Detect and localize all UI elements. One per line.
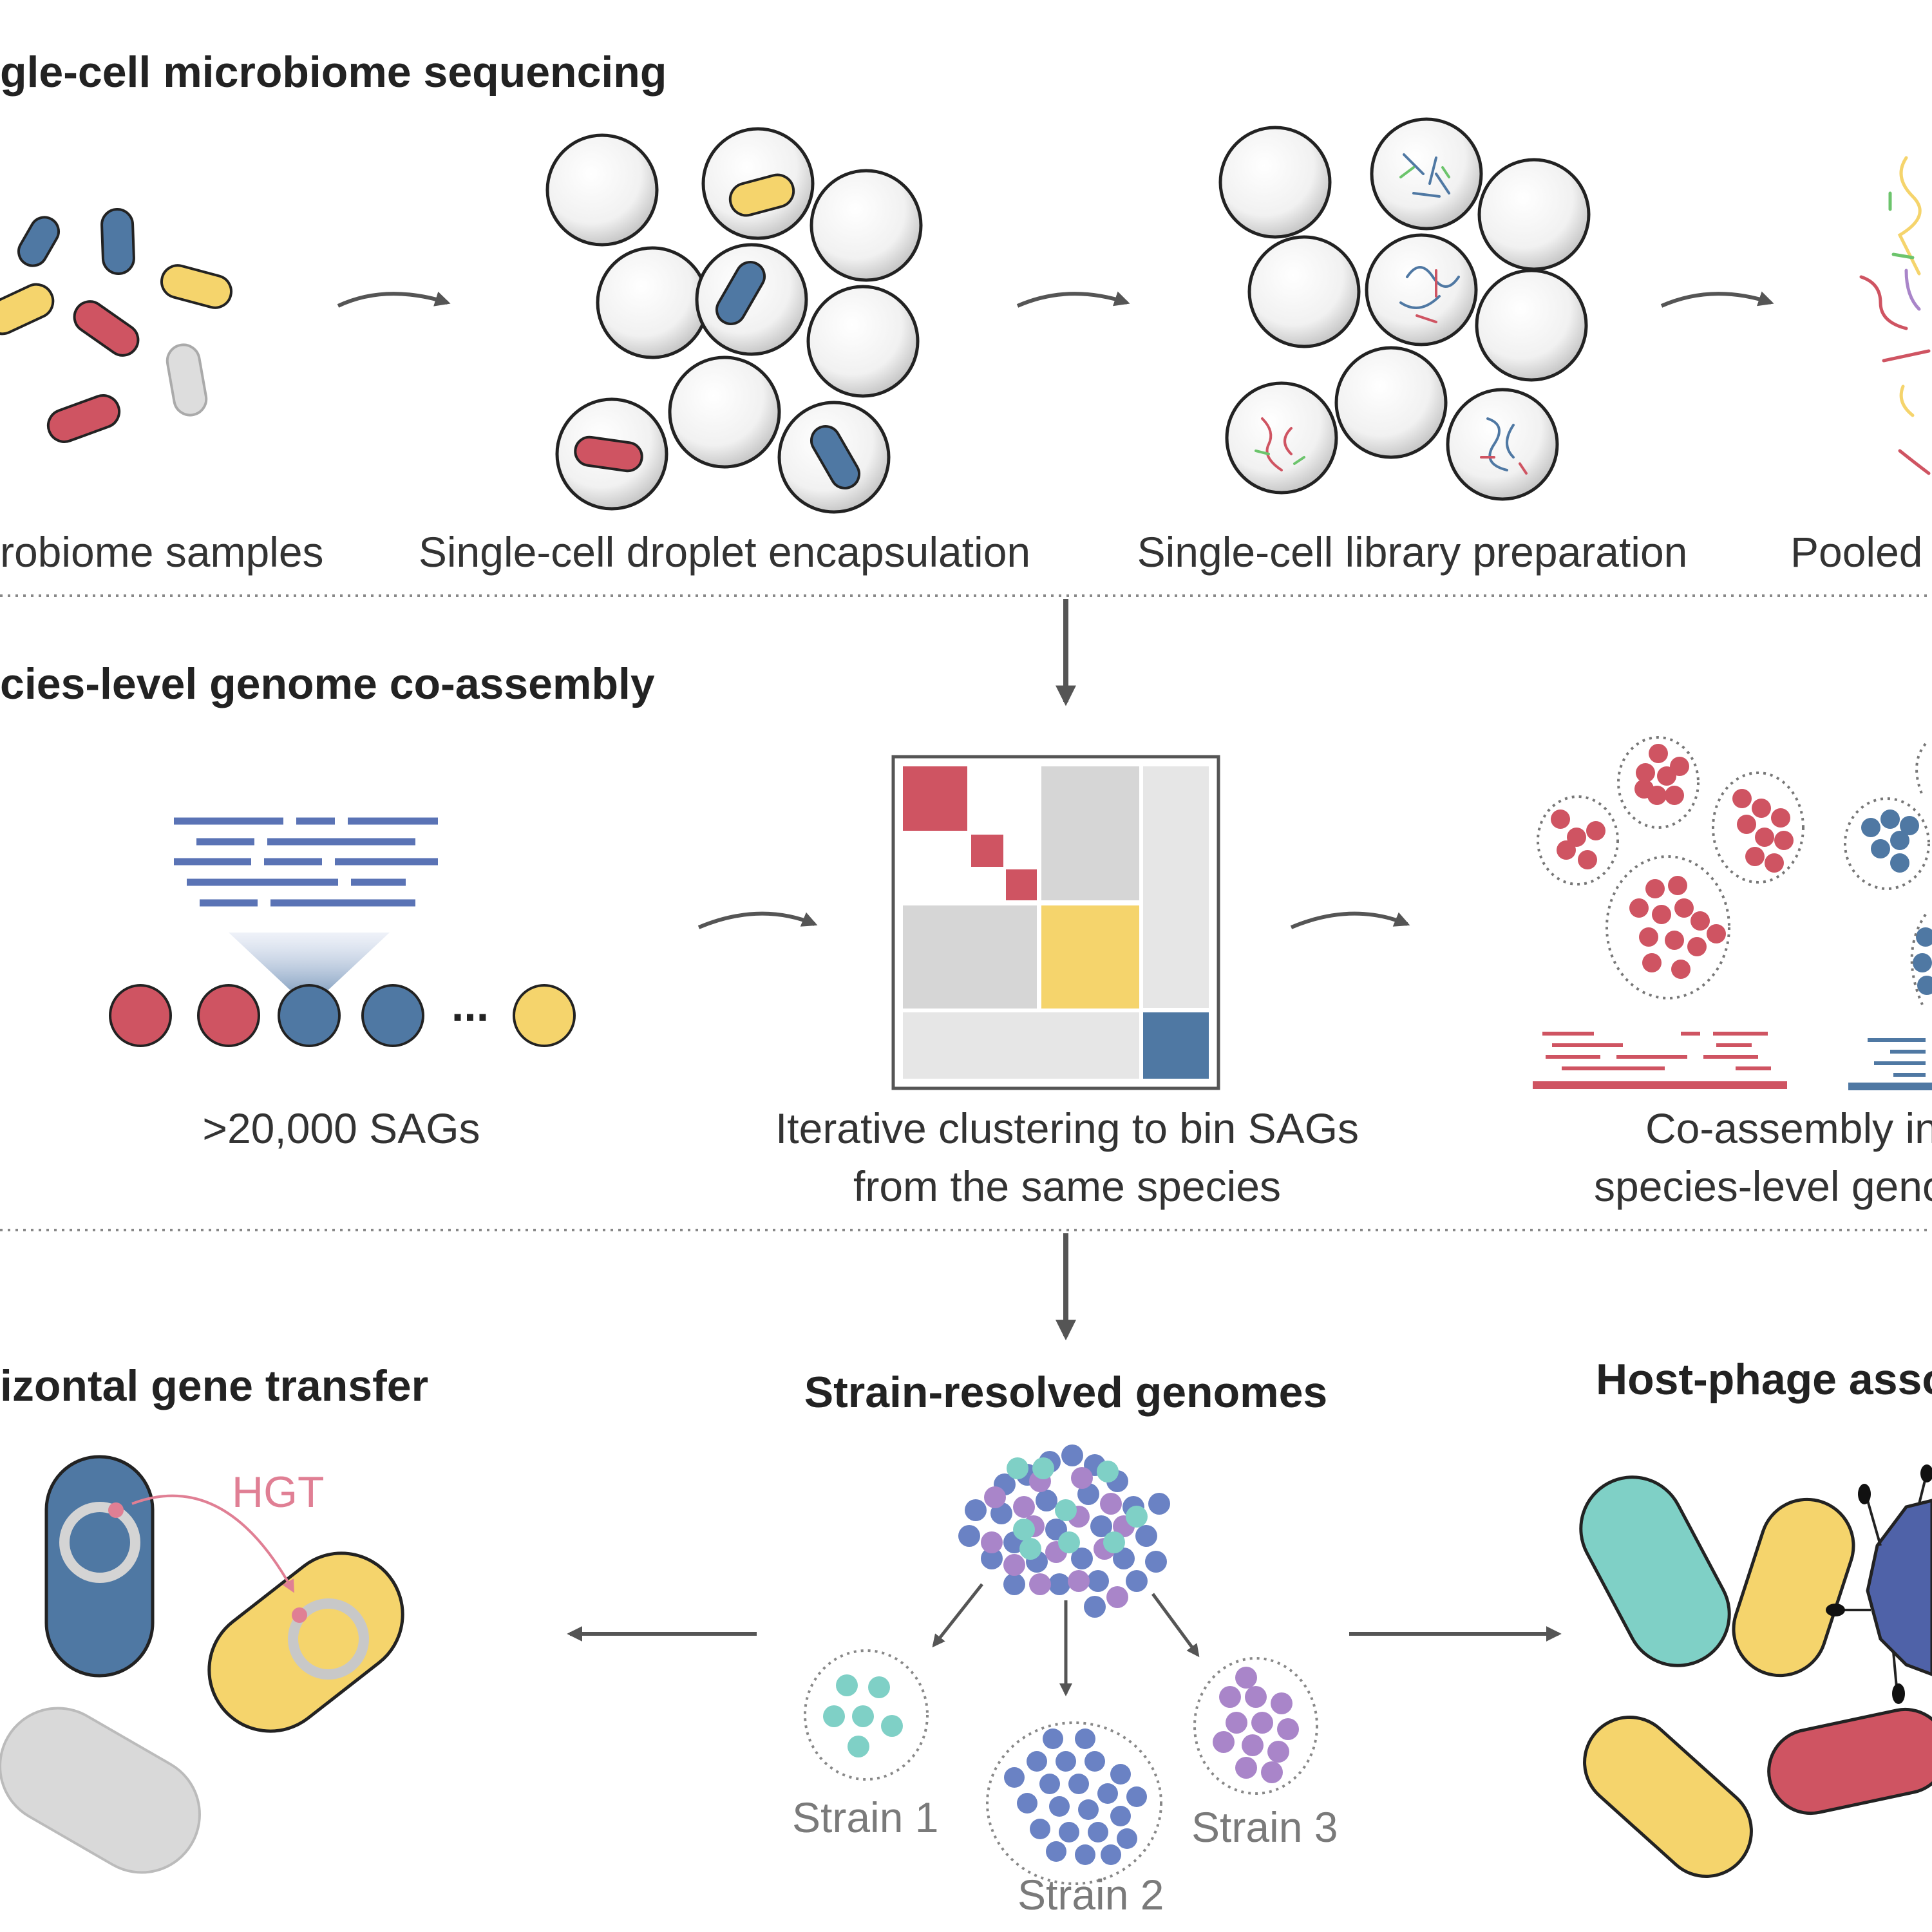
dna-fragments: [1255, 153, 1528, 475]
bacterium-gray: [166, 343, 208, 417]
label-pooled: Pooled: [1790, 528, 1923, 576]
arrow-step: [1290, 911, 1410, 929]
strain-3-cluster: [1193, 1657, 1318, 1795]
section-heading-phage: Host-phage asso: [1596, 1355, 1932, 1404]
bacterium-yellow: [0, 283, 55, 336]
bacterium-blue: [100, 208, 135, 275]
label-coassembly-line1: Co-assembly in: [1645, 1104, 1932, 1152]
section-heading-coassembly: cies-level genome co-assembly: [0, 659, 655, 708]
droplet: [1370, 117, 1483, 231]
sag-circle: [197, 984, 260, 1047]
cluster-block-red: [903, 766, 967, 831]
sag-circle: [278, 984, 341, 1047]
arrow-step: [1660, 291, 1774, 308]
sequencing-beam: [229, 933, 390, 1008]
cluster-block-gray: [903, 905, 1037, 1009]
bacterium-yellow: [160, 264, 232, 309]
sag-ellipsis: ...: [451, 980, 489, 1030]
sag-circle: [109, 984, 172, 1047]
strain-1-cluster: [804, 1649, 929, 1781]
cluster-block-red: [971, 835, 1003, 867]
arrow-split: [1151, 1593, 1200, 1658]
arrow-step: [1016, 291, 1130, 308]
strain-2-label: Strain 2: [1018, 1871, 1164, 1918]
arrow-step: [697, 911, 818, 929]
label-clustering-line1: Iterative clustering to bin SAGs: [775, 1104, 1359, 1152]
cluster-block-red: [1006, 869, 1037, 900]
section-heading-strains: Strain-resolved genomes: [804, 1368, 1327, 1417]
arrow-split: [932, 1583, 983, 1648]
droplet: [1477, 158, 1591, 271]
bacterium-teal: [1579, 1475, 1731, 1667]
sag-reads: [174, 817, 438, 907]
label-sags: >20,000 SAGs: [202, 1104, 480, 1152]
bacterium-blue: [17, 216, 60, 267]
strain-1-label: Strain 1: [792, 1794, 938, 1841]
bacterium-yellow: [1583, 1715, 1753, 1879]
donor-bacterium: [44, 1455, 155, 1678]
section-heading-sequencing: gle-cell microbiome sequencing: [0, 48, 667, 97]
phage-icon: [1866, 1499, 1932, 1676]
mixed-strain-cluster: [958, 1444, 1170, 1618]
microbiome-samples: [0, 208, 232, 443]
strain-3-label: Strain 3: [1191, 1803, 1338, 1851]
bacterium-blue: [715, 261, 766, 325]
droplet: [545, 133, 659, 247]
hgt-label: HGT: [232, 1468, 325, 1517]
cluster-block-yellow: [1041, 905, 1139, 1009]
droplet: [1365, 233, 1478, 346]
droplet: [810, 169, 923, 282]
droplet: [1218, 126, 1332, 239]
sag-circles: [109, 984, 576, 1047]
bacterium-blue: [810, 425, 860, 489]
host-phage-panel: [1579, 1464, 1932, 1879]
sag-circle: [361, 984, 424, 1047]
hgt-arrow: [131, 1494, 294, 1593]
gene-marker: [108, 1502, 124, 1518]
label-samples: robiome samples: [0, 528, 324, 576]
label-library: Single-cell library preparation: [1137, 528, 1688, 576]
recipient-bacterium: [207, 1551, 404, 1733]
label-clustering-line2: from the same species: [853, 1162, 1281, 1210]
sag-circle: [513, 984, 576, 1047]
bacterium-yellow: [728, 173, 795, 217]
bacterium-red: [46, 394, 121, 443]
droplet: [668, 355, 781, 469]
bacterium-red: [574, 435, 643, 473]
label-droplet: Single-cell droplet encapsulation: [419, 528, 1030, 576]
droplet: [1446, 388, 1559, 501]
droplet: [1247, 235, 1361, 348]
section-heading-hgt: izontal gene transfer: [0, 1361, 428, 1410]
gene-marker: [292, 1607, 307, 1623]
label-coassembly-line2: species-level geno: [1594, 1162, 1932, 1210]
cluster-block-gray: [903, 1012, 1139, 1079]
bacterium-red: [1767, 1707, 1932, 1815]
cluster-block-blue: [1143, 1012, 1209, 1079]
cluster-block-gray: [1143, 766, 1209, 1008]
arrow-step: [337, 291, 451, 308]
cluster-block-gray: [1041, 766, 1139, 900]
clustering-matrix: [891, 755, 1220, 1090]
hgt-panel: HGT: [0, 1455, 404, 1874]
bacterium-gray: [0, 1707, 201, 1874]
library-preparation: [1218, 117, 1591, 501]
bacterium-red: [73, 300, 140, 357]
droplet: [806, 285, 920, 398]
pooled-fragments: [1859, 156, 1931, 475]
droplet: [1334, 346, 1448, 459]
droplet: [1475, 269, 1588, 382]
plasmid-icon: [59, 1502, 140, 1583]
bacterium-yellow: [1732, 1497, 1855, 1678]
droplet: [596, 246, 709, 359]
strain-2-cluster: [986, 1721, 1162, 1885]
coassembly-clusters: [1533, 736, 1932, 1090]
plasmid-icon: [288, 1598, 369, 1680]
droplet: [1225, 381, 1338, 495]
